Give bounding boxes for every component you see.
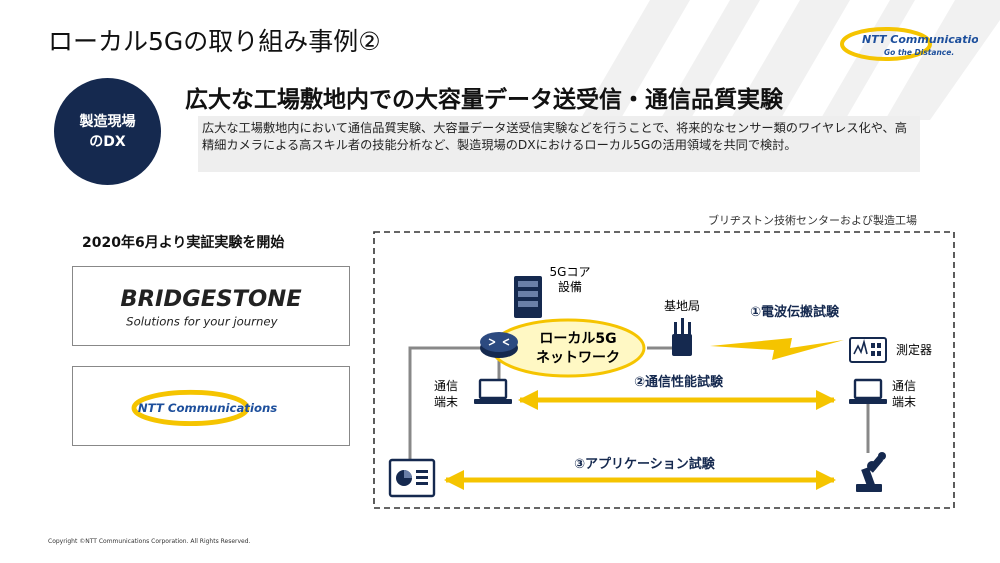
laptop-left-icon [474, 378, 512, 404]
laptop-right-icon [849, 378, 887, 404]
start-date-label: 2020年6月より実証実験を開始 [82, 235, 285, 251]
measurement-device-icon [849, 337, 887, 363]
bridgestone-logo-text: BRIDGESTONE [120, 286, 302, 312]
meter-label: 測定器 [896, 342, 932, 357]
copyright-notice: Copyright ©NTT Communications Corporatio… [48, 538, 251, 545]
base-station-label: 基地局 [664, 299, 700, 313]
bridgestone-logo-card: BRIDGESTONE Solutions for your journey [72, 266, 350, 346]
ntt-logo-tagline: Go the Distance. [884, 48, 954, 57]
category-badge: 製造現場 のDX [54, 78, 161, 185]
terminal-right-label-1: 通信 [892, 379, 916, 393]
network-label-1: ローカル5G [539, 331, 616, 347]
server-icon [514, 276, 542, 318]
core-label-2: 設備 [558, 279, 582, 294]
ntt-card-logo-text: NTT Communications [138, 401, 277, 415]
base-station-icon [672, 318, 692, 356]
ntt-logo-brand: NTT Communications [862, 33, 978, 46]
network-diagram: 5Gコア 設備 ローカル5G ネットワーク 基地局 ①電波伝搬試験 測定器 通信… [373, 231, 955, 509]
site-label: ブリヂストン技術センターおよび製造工場 [708, 214, 917, 227]
dashboard-icon [388, 458, 436, 498]
terminal-right-label-2: 端末 [892, 395, 916, 409]
test3-label: ③アプリケーション試験 [574, 456, 716, 472]
router-icon [480, 332, 518, 358]
robot-arm-icon [856, 452, 886, 492]
ntt-communications-logo: NTT Communications Go the Distance. [840, 27, 978, 61]
slide-title: ローカル5Gの取り組み事例② [48, 27, 381, 56]
bridgestone-tagline: Solutions for your journey [126, 315, 278, 329]
badge-line-1: 製造現場 [79, 113, 136, 130]
badge-line-2: のDX [89, 133, 126, 150]
decorative-stripes [580, 0, 1000, 120]
ntt-logo-card: NTT Communications [72, 366, 350, 446]
terminal-left-label-2: 端末 [434, 395, 458, 409]
test1-label: ①電波伝搬試験 [750, 304, 840, 320]
main-heading: 広大な工場敷地内での大容量データ送受信・通信品質実験 [185, 87, 783, 113]
test2-label: ②通信性能試験 [634, 374, 724, 390]
link-dashboard-router [408, 346, 482, 460]
description-box: 広大な工場敷地内において通信品質実験、大容量データ送受信実験などを行うことで、将… [198, 116, 920, 172]
network-label-2: ネットワーク [536, 350, 620, 366]
terminal-left-label-1: 通信 [434, 379, 458, 393]
radio-wave-bolt [710, 338, 844, 360]
site-boundary [373, 231, 955, 509]
core-label-1: 5Gコア [550, 265, 591, 279]
